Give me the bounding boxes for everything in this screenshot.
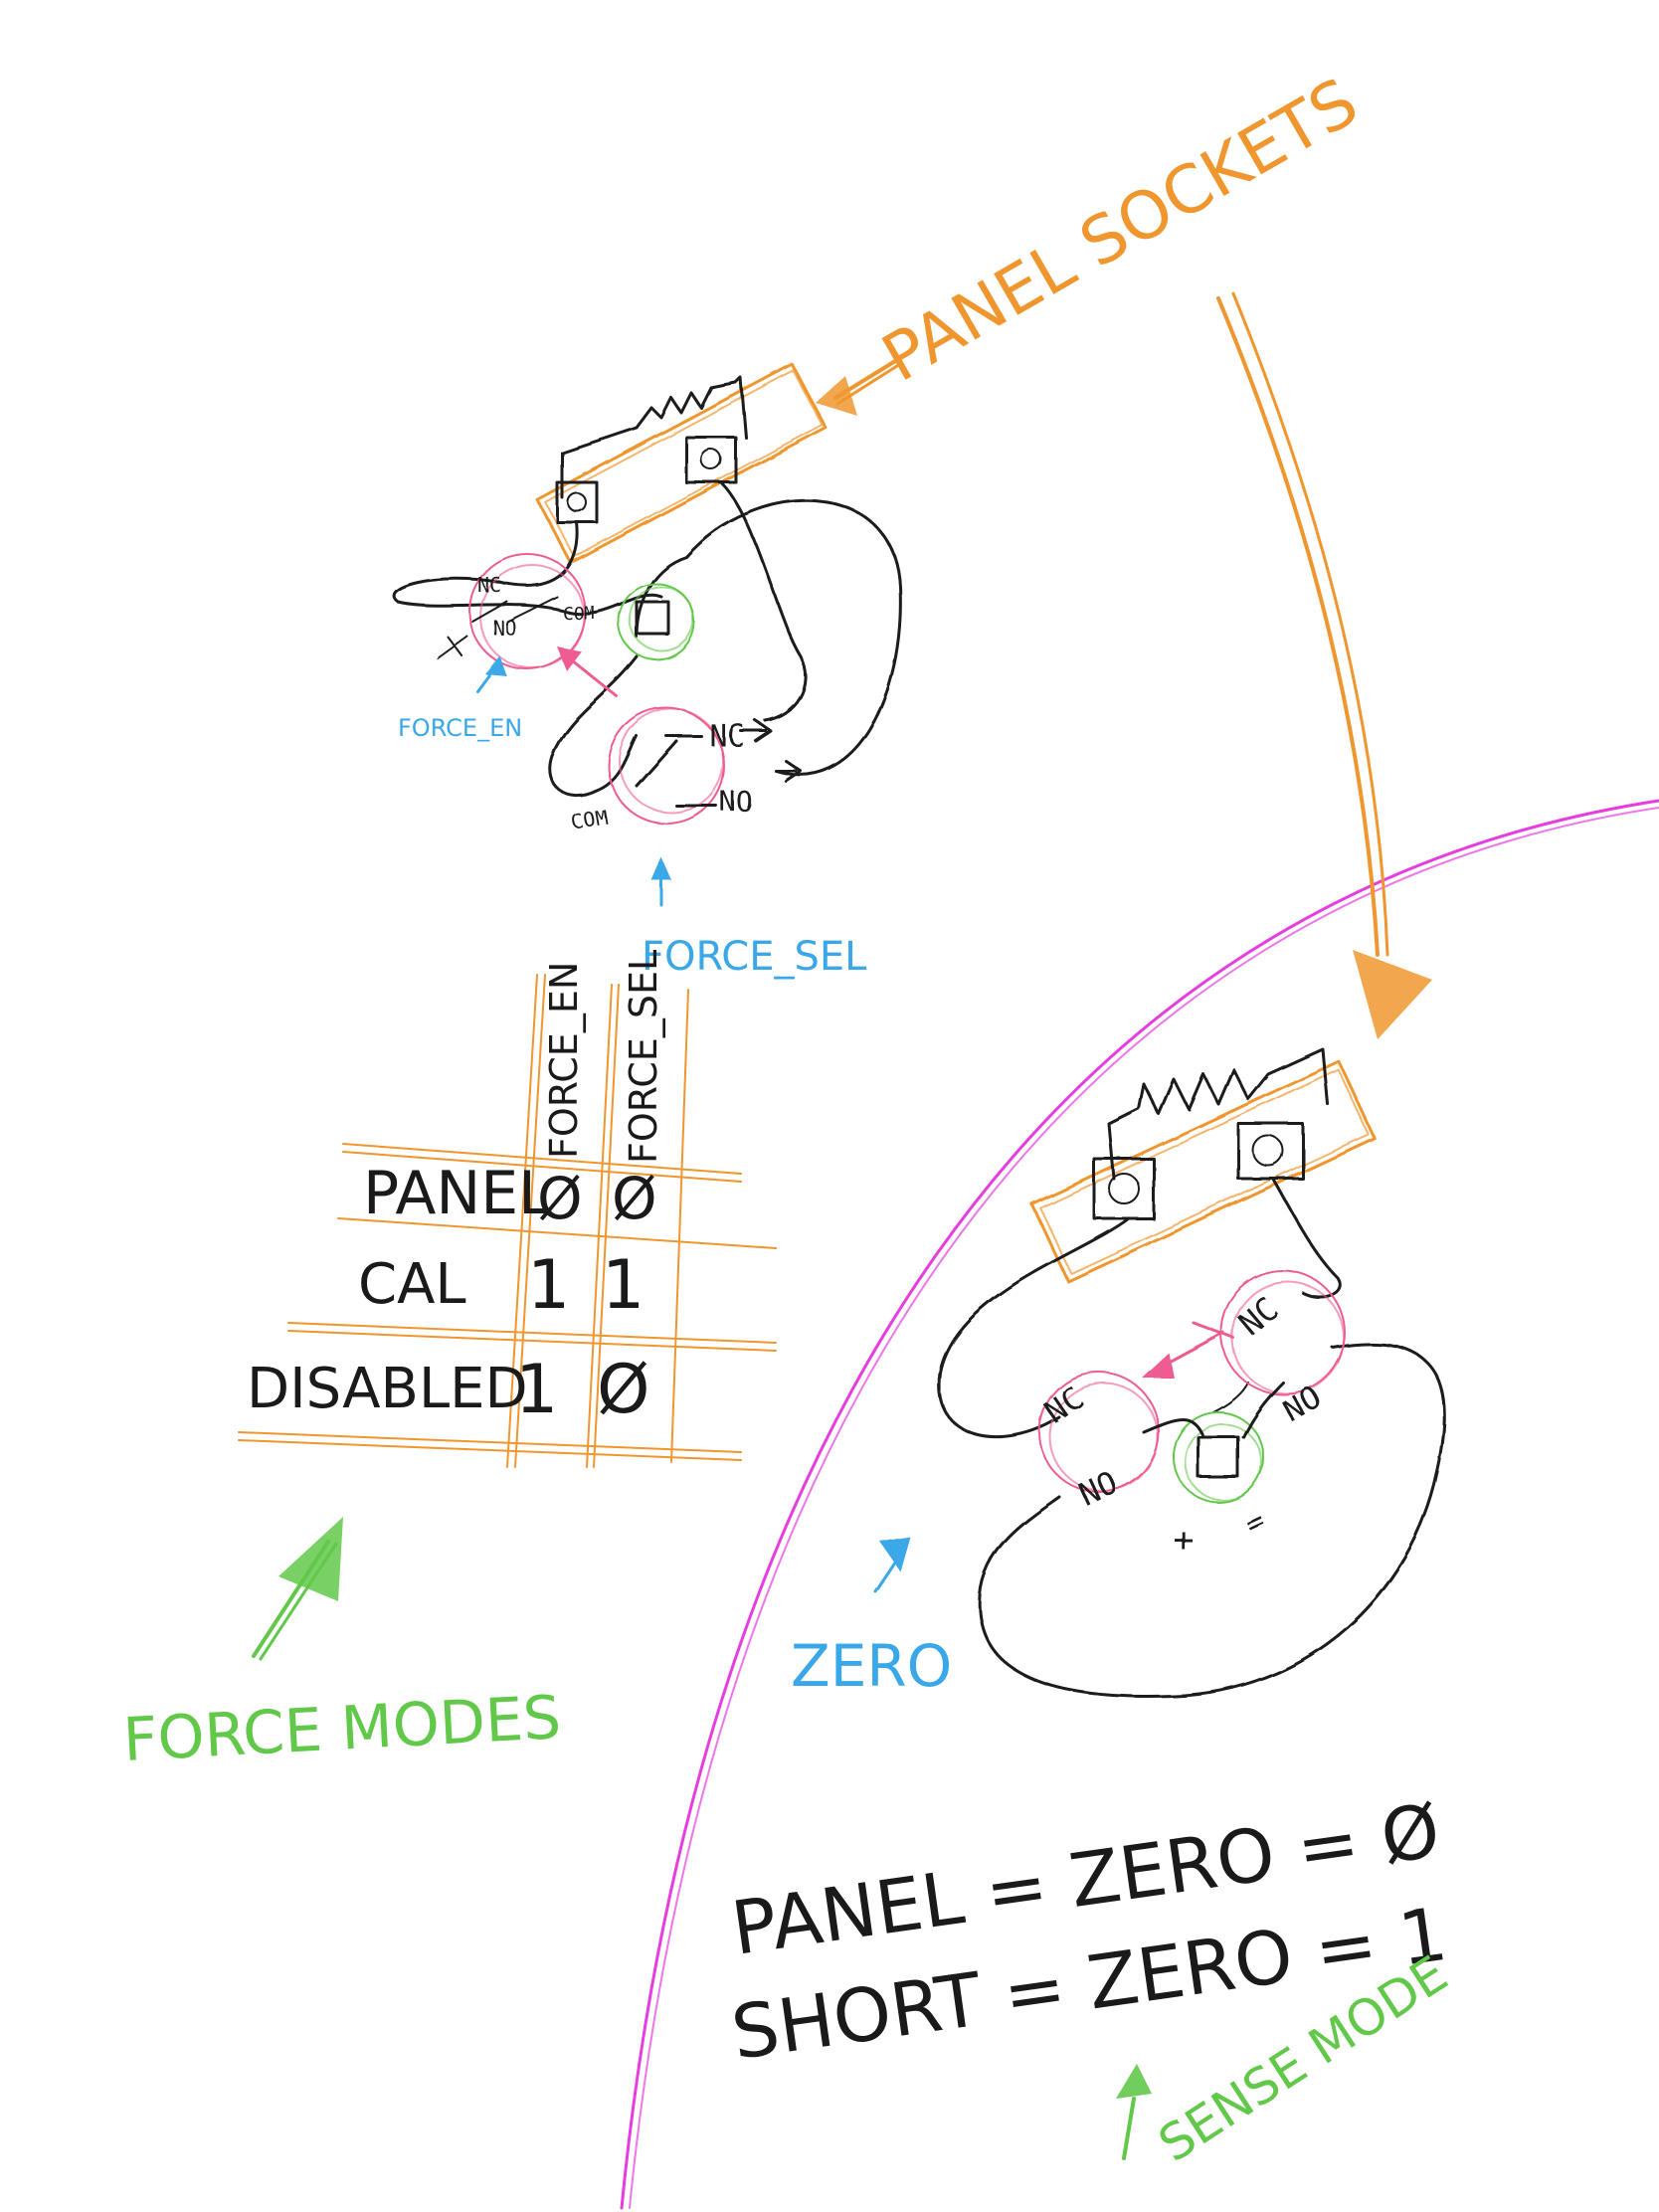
force-en-label: FORCE_EN: [398, 714, 522, 742]
bottom-circuit: NC NO NC NO + =: [873, 1047, 1446, 1699]
switch1-nc-label: NC: [477, 573, 501, 597]
sense-left-no-label: NO: [1073, 1463, 1124, 1514]
switch1-com-label: COM: [562, 603, 595, 624]
socket-jack-left-bottom: [1092, 1157, 1156, 1220]
panel-sockets-arrow-bottom: [1216, 291, 1432, 1039]
sense-switch-left: NC NO: [1037, 1372, 1160, 1514]
switch2-nc-label: NC: [709, 719, 745, 754]
sense-mode-arrow: [1116, 2064, 1152, 2160]
table-grid: [238, 974, 777, 1468]
switch2-no-label: NO: [719, 785, 753, 818]
sense-right-no-label: NO: [1276, 1379, 1328, 1430]
cell-disabled-force-sel: Ø: [597, 1351, 650, 1429]
indicator-top: [618, 583, 695, 660]
cell-disabled-force-en: 1: [515, 1351, 558, 1429]
indicator-plus-label: +: [1174, 1521, 1194, 1561]
sense-right-nc-label: NC: [1231, 1289, 1285, 1343]
switch1-no-label: NO: [492, 616, 516, 640]
panel-sockets-arrow-top: [816, 356, 902, 416]
force-modes-table: FORCE_EN FORCE_SEL PANEL Ø Ø CAL 1 1 DIS…: [238, 950, 777, 1468]
table-row: PANEL Ø Ø: [363, 1159, 657, 1232]
cell-panel-force-en: Ø: [537, 1165, 583, 1232]
force-sel-switch: NC NO COM: [570, 707, 803, 834]
row-name-disabled: DISABLED: [247, 1357, 528, 1421]
top-circuit: NC NO COM NC NO COM: [392, 362, 902, 907]
col-header-force-sel: FORCE_SEL: [622, 950, 665, 1164]
cell-panel-force-sel: Ø: [612, 1165, 657, 1232]
force-modes-arrow: [252, 1517, 343, 1661]
row-name-panel: PANEL: [363, 1159, 552, 1228]
table-row: DISABLED 1 Ø: [247, 1351, 650, 1429]
resistor-top: [560, 376, 748, 499]
cell-cal-force-en: 1: [527, 1246, 570, 1325]
panel-sockets-label: PANEL SOCKETS: [870, 64, 1371, 397]
resistor-bottom: [1107, 1047, 1330, 1181]
cell-cal-force-sel: 1: [602, 1246, 645, 1325]
indicator-bottom: + =: [1173, 1411, 1271, 1561]
socket-jack-right-top: [684, 436, 738, 484]
bottom-socket-strip: [1030, 1059, 1377, 1283]
top-socket-strip: [535, 362, 828, 565]
divider-curve: [620, 799, 1659, 2210]
force-sel-label: FORCE_SEL: [642, 934, 867, 980]
switch2-com-label: COM: [570, 805, 610, 834]
force-en-switch: NC NO COM: [468, 553, 595, 670]
zero-label: ZERO: [791, 1632, 952, 1700]
table-row: CAL 1 1: [358, 1246, 645, 1325]
socket-jack-right-bottom: [1236, 1122, 1305, 1181]
force-modes-label: FORCE MODES: [121, 1683, 563, 1775]
col-header-force-en: FORCE_EN: [542, 962, 586, 1159]
indicator-minus-label: =: [1240, 1504, 1271, 1543]
row-name-cal: CAL: [358, 1252, 466, 1317]
